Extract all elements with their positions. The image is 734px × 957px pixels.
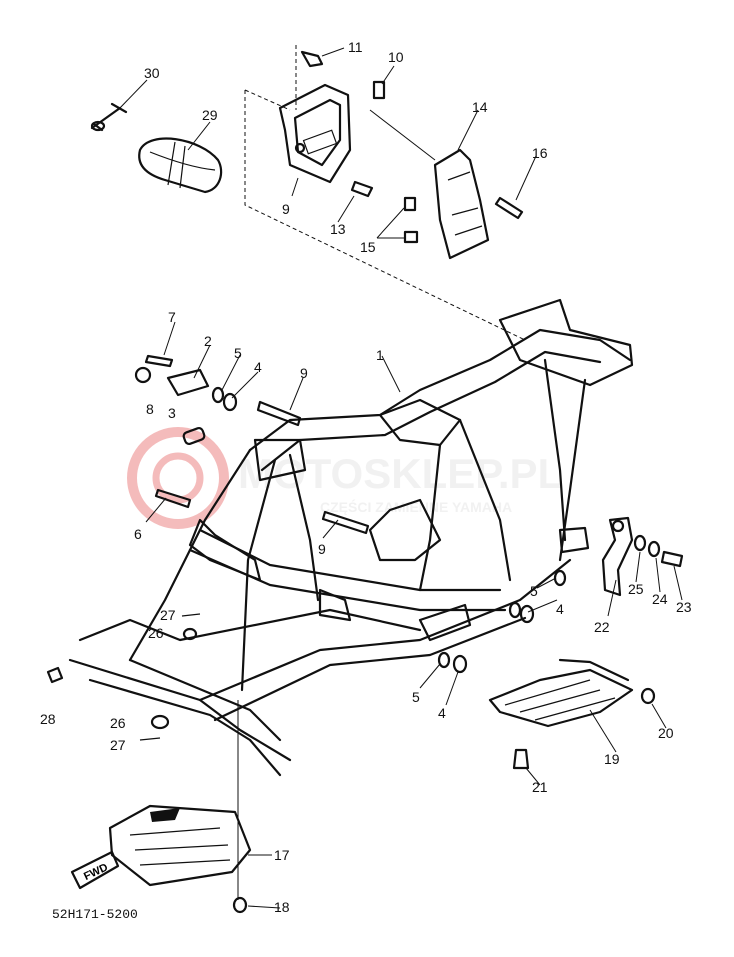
part-30-clip: [90, 102, 128, 132]
part-5-washer-low: [437, 651, 451, 669]
part-22-bracket: [601, 516, 634, 597]
part-14-bracket: [369, 109, 490, 260]
part-7-bolt: [144, 354, 174, 368]
part-20-bolt: [640, 687, 656, 705]
callout-27-lower: 27: [110, 737, 126, 753]
part-6-bolt: [154, 488, 192, 509]
part-23-bolt: [660, 550, 684, 568]
part-4-nut-low: [452, 654, 468, 674]
part-18-bolt: [232, 896, 248, 914]
part-16-bolt: [494, 196, 524, 220]
part-4-nut-mid: [519, 604, 535, 624]
fwd-arrow-icon: FWD: [70, 850, 120, 890]
callout-11: 10: [388, 49, 404, 65]
part-29-tool-bag: [138, 137, 223, 194]
callout-3: 3: [168, 405, 176, 421]
part-27-clip-lower: [139, 737, 161, 741]
part-2-bracket: [166, 368, 210, 397]
part-26-grommet-upper: [182, 627, 198, 641]
callout-6: 6: [134, 526, 142, 542]
callout-10: 9: [282, 201, 290, 217]
watermark: MOTOSKLEP.PL CZĘŚCI ZAMIENNE YAMAHA: [127, 427, 563, 529]
callout-26-lower: 26: [110, 715, 126, 731]
part-5-washer-top: [211, 386, 225, 404]
callout-5-right: 5: [530, 583, 538, 599]
part-4-nut-top: [222, 392, 238, 412]
part-27-clip-upper: [181, 613, 201, 617]
part-5-washer-right: [553, 569, 567, 587]
part-8-nut: [134, 366, 152, 384]
part-code: 52H171-5200: [52, 907, 138, 922]
part-26-grommet-lower: [150, 714, 170, 730]
callout-26-upper: 26: [148, 625, 164, 641]
callout-14: 14: [472, 99, 488, 115]
callout-18: 18: [274, 899, 290, 915]
callout-16: 16: [532, 145, 548, 161]
part-11-pad: [372, 80, 386, 100]
part-15-clip-b: [403, 230, 419, 244]
callout-20: 20: [658, 725, 674, 741]
callout-9-lower: 9: [318, 541, 326, 557]
part-19-footrest: [488, 658, 634, 728]
callout-17: 17: [274, 847, 290, 863]
callout-19: 19: [604, 751, 620, 767]
callout-29: 29: [202, 107, 218, 123]
part-21-bolt: [512, 748, 530, 770]
callout-25: 25: [628, 581, 644, 597]
part-17-skid-plate: [108, 700, 252, 900]
callout-8: 8: [146, 401, 154, 417]
callout-7: 7: [168, 309, 176, 325]
callout-4-low: 4: [438, 705, 446, 721]
callout-12: 11: [348, 39, 363, 55]
part-5-washer-mid: [508, 601, 522, 619]
callout-5-top: 5: [234, 345, 242, 361]
part-28-plug: [46, 666, 64, 684]
callout-23: 23: [676, 599, 692, 615]
callout-2: 2: [204, 333, 212, 349]
part-24-washer: [647, 540, 661, 558]
part-12-screw: [295, 45, 324, 110]
watermark-subtext: CZĘŚCI ZAMIENNE YAMAHA: [320, 498, 512, 515]
callout-9-upper: 9: [300, 365, 308, 381]
callout-4-top: 4: [254, 359, 262, 375]
part-1-main-frame: [68, 298, 634, 777]
callout-13: 13: [330, 221, 346, 237]
callout-27-upper: 27: [160, 607, 176, 623]
callout-21: 21: [532, 779, 548, 795]
callout-28: 28: [40, 711, 56, 727]
part-3-collar: [182, 426, 206, 446]
part-9-bolt-lower: [321, 510, 370, 535]
watermark-logo: [127, 427, 229, 529]
callout-labels: 30 29 11 10 14 16 9 13 15 7 2 5 4 9 1 8 …: [40, 39, 692, 915]
part-25-washer: [633, 534, 647, 552]
callout-24: 24: [652, 591, 668, 607]
callout-5-low: 5: [412, 689, 420, 705]
leader-lines: [117, 47, 683, 909]
part-13-screw: [350, 180, 374, 198]
part-15-clip-a: [403, 196, 417, 212]
part-9-bolt-upper: [256, 400, 302, 427]
callout-15: 15: [360, 239, 376, 255]
callout-1: 1: [376, 347, 384, 363]
callout-30: 30: [144, 65, 160, 81]
part-10-bracket: [278, 83, 352, 184]
callout-4-mid: 4: [556, 601, 564, 617]
callout-22: 22: [594, 619, 610, 635]
